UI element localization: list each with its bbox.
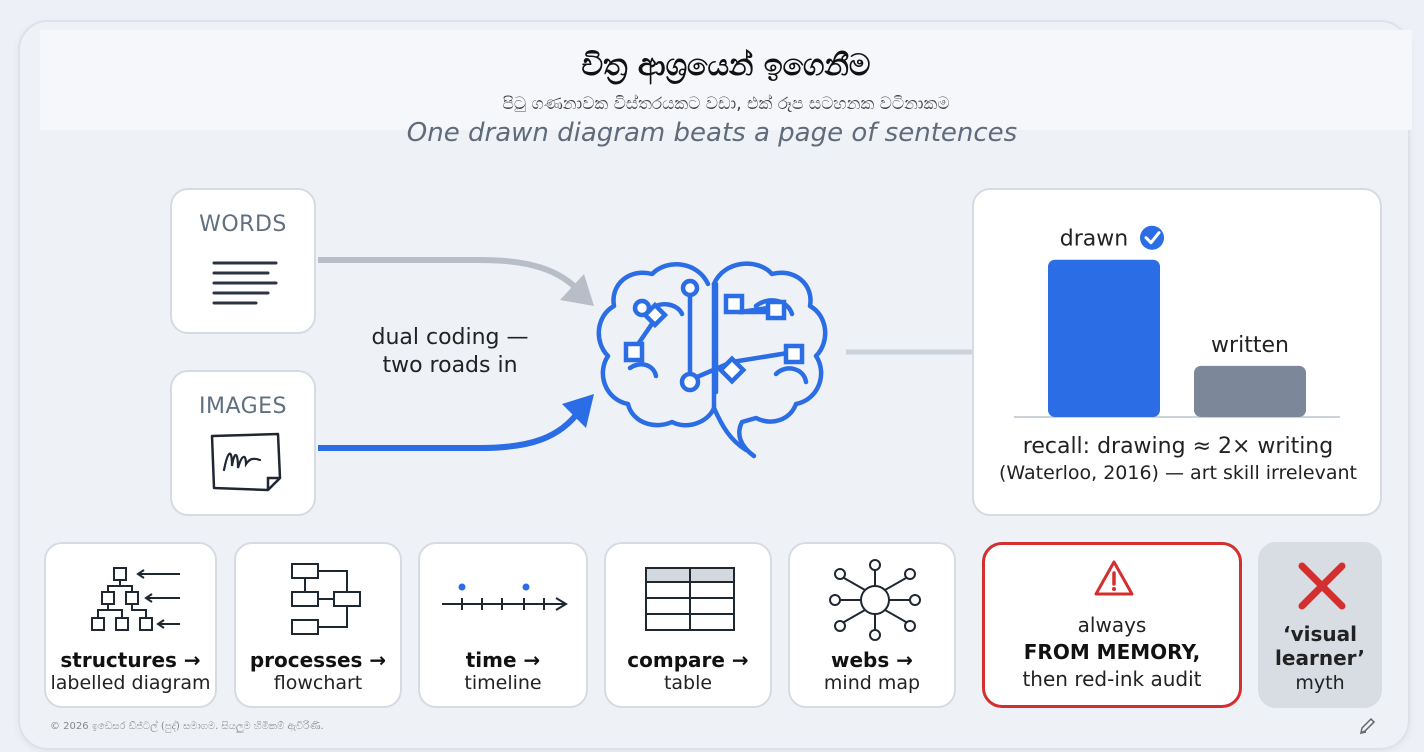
dual-coding-label: dual coding — two roads in bbox=[340, 324, 560, 380]
words-label: WORDS bbox=[199, 212, 287, 237]
technique-card-processes: processes → flowchart bbox=[234, 542, 402, 708]
sketch-icon bbox=[210, 432, 282, 492]
table-icon bbox=[645, 567, 735, 631]
flowchart-icon bbox=[291, 563, 361, 635]
images-card: IMAGES bbox=[170, 370, 316, 516]
images-label: IMAGES bbox=[198, 394, 288, 419]
warning-line1: always bbox=[1077, 613, 1147, 637]
recall-caption: recall: drawing ≈ 2× writing bbox=[1022, 434, 1334, 459]
warning-triangle-icon bbox=[1094, 560, 1134, 596]
technique-compare-title: compare → bbox=[627, 648, 749, 672]
labelled-diagram-icon bbox=[91, 567, 180, 631]
mind-map-icon bbox=[829, 559, 921, 641]
recall-chart: drawn written bbox=[1014, 225, 1340, 418]
dual-coding-line2: two roads in bbox=[382, 353, 518, 378]
technique-processes-sub: flowchart bbox=[273, 672, 363, 694]
technique-processes-title: processes → bbox=[249, 648, 387, 672]
myth-line3: myth bbox=[1295, 672, 1345, 694]
technique-card-structures: structures → labelled diagram bbox=[44, 542, 217, 708]
technique-card-time: time → timeline bbox=[418, 542, 588, 708]
words-card: WORDS bbox=[170, 188, 316, 334]
page-title: චිත්‍ර ආශ්‍රයෙන් ඉගෙනීම bbox=[581, 48, 871, 83]
recall-source: (Waterloo, 2016) — art skill irrelevant bbox=[999, 462, 1357, 484]
technique-card-compare: compare → table bbox=[604, 542, 772, 708]
technique-card-webs: webs → mind map bbox=[788, 542, 956, 708]
recall-chart-card bbox=[972, 188, 1382, 516]
warning-line2: FROM MEMORY, bbox=[1023, 640, 1201, 664]
warning-line3: then red-ink audit bbox=[1022, 667, 1202, 691]
timeline-icon bbox=[442, 583, 568, 611]
technique-webs-sub: mind map bbox=[823, 672, 921, 694]
brain-icon bbox=[596, 261, 828, 459]
header-panel: චිත්‍ර ආශ්‍රයෙන් ඉගෙනීම පිටු ගණනාවක විස්… bbox=[40, 30, 1412, 130]
technique-time-title: time → bbox=[465, 648, 541, 672]
pen-icon bbox=[1359, 717, 1376, 735]
bar-label-written: written bbox=[1211, 333, 1289, 358]
page-subtitle: පිටු ගණනාවක විස්තරයකට වඩා, එක් රූප සටහනක… bbox=[502, 94, 950, 114]
technique-compare-sub: table bbox=[663, 672, 713, 694]
bar-written bbox=[1194, 365, 1306, 417]
myth-line2: learner’ bbox=[1275, 646, 1365, 670]
tagline: One drawn diagram beats a page of senten… bbox=[406, 118, 1018, 148]
bar-drawn bbox=[1048, 259, 1160, 417]
text-lines-icon bbox=[212, 261, 278, 305]
technique-webs-title: webs → bbox=[831, 648, 913, 672]
check-icon bbox=[1140, 225, 1164, 250]
warning-card: always FROM MEMORY, then red-ink audit bbox=[982, 542, 1242, 708]
technique-time-sub: timeline bbox=[464, 672, 542, 694]
bar-label-drawn: drawn bbox=[1060, 227, 1128, 252]
myth-card: ‘visual learner’ myth bbox=[1258, 542, 1382, 708]
cross-icon bbox=[1298, 562, 1346, 610]
dual-coding-line1: dual coding — bbox=[371, 325, 529, 350]
technique-structures-sub: labelled diagram bbox=[50, 672, 211, 694]
technique-structures-title: structures → bbox=[60, 648, 201, 672]
myth-line1: ‘visual bbox=[1283, 622, 1357, 646]
copyright-footer: © 2026 ඉඩෙසර ඩ්ජ්ටල් (පුද්) සමාගම. සියලු… bbox=[50, 721, 324, 732]
